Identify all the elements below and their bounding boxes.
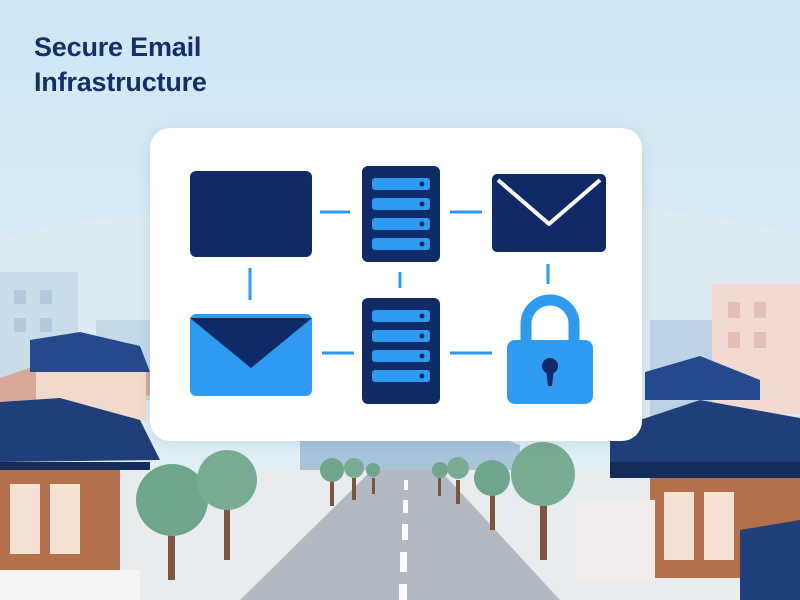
road — [240, 470, 560, 600]
connector-lines — [248, 210, 550, 355]
envelope-icon — [492, 174, 606, 252]
infrastructure-diagram — [190, 166, 606, 404]
server-icon — [362, 298, 440, 404]
padlock-icon — [507, 294, 593, 404]
trees — [136, 442, 575, 580]
right-hanok-houses — [575, 356, 800, 600]
road-center-line — [399, 480, 408, 600]
left-hanok-houses — [0, 332, 160, 600]
monitor-icon — [190, 171, 312, 257]
title-line-2: Infrastructure — [34, 67, 207, 97]
infrastructure-diagram-card — [150, 128, 642, 441]
page-title: Secure Email Infrastructure — [34, 30, 354, 100]
title-line-1: Secure Email — [34, 32, 202, 62]
envelope-icon — [190, 314, 312, 396]
server-icon — [362, 166, 440, 262]
